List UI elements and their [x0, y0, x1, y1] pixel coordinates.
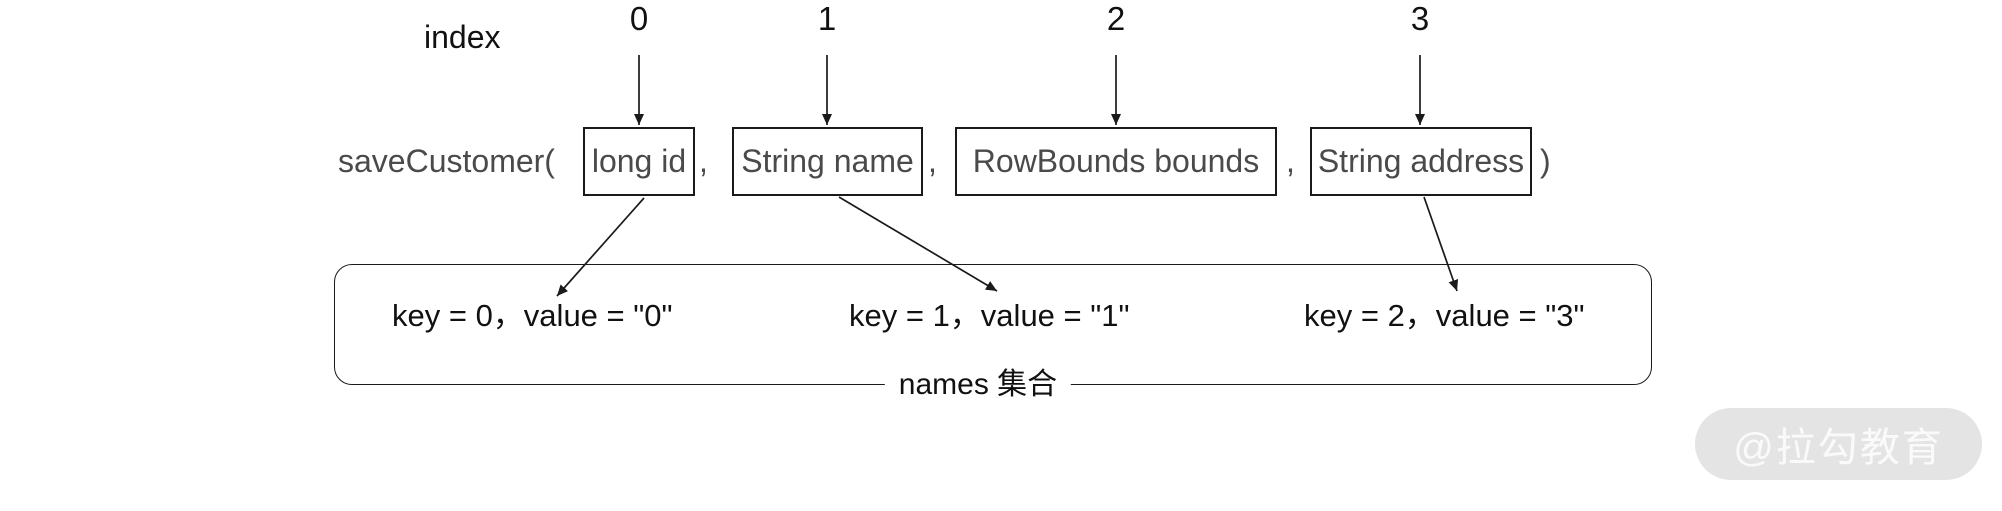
param-separator-0: ,	[699, 143, 708, 179]
param-box-long-id: long id	[583, 127, 695, 196]
method-name-text: saveCustomer(	[338, 143, 555, 179]
param-box-rowbounds-bounds: RowBounds bounds	[955, 127, 1277, 196]
param-box-string-address: String address	[1310, 127, 1532, 196]
param-box-string-name: String name	[732, 127, 923, 196]
index-number-3: 3	[1410, 0, 1430, 37]
map-entry-1: key = 1，value = "1"	[849, 298, 1130, 333]
index-number-0: 0	[629, 0, 649, 37]
map-entry-0: key = 0，value = "0"	[392, 298, 673, 333]
index-label: index	[424, 19, 501, 55]
param-separator-2: ,	[1286, 143, 1295, 179]
map-entry-2: key = 2，value = "3"	[1304, 298, 1585, 333]
watermark-badge: @拉勾教育	[1695, 408, 1982, 480]
names-collection-label: names 集合	[884, 367, 1072, 403]
param-separator-1: ,	[928, 143, 937, 179]
closing-paren-text: )	[1540, 143, 1551, 179]
watermark-text: @拉勾教育	[1733, 426, 1944, 470]
index-number-1: 1	[817, 0, 837, 37]
index-number-2: 2	[1106, 0, 1126, 37]
